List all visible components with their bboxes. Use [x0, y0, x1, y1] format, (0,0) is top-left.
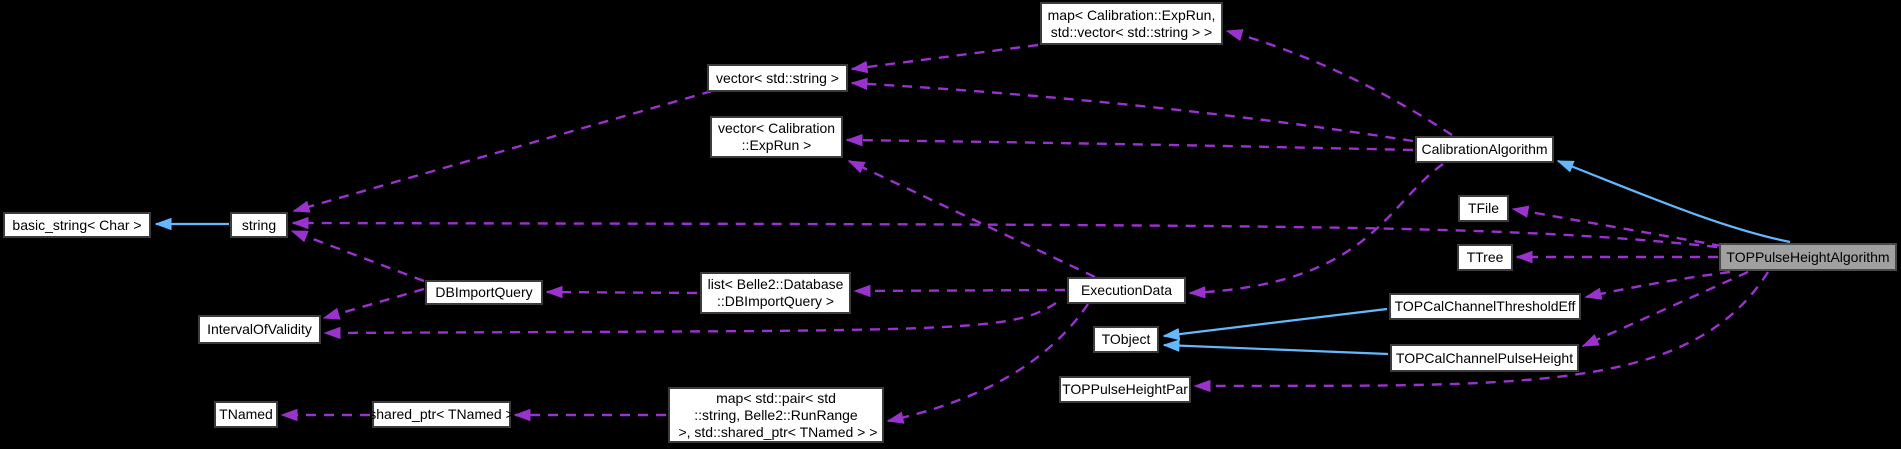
class-node-label-line: TTree — [1466, 249, 1504, 265]
edge-usage-calibration_algorithm-to-execution_data — [1188, 163, 1444, 299]
class-node-label-line: >, std::shared_ptr< TNamed > > — [674, 423, 878, 440]
class-node-label-line: ::DBImportQuery > — [716, 293, 835, 309]
class-node-map_exprun[interactable]: map< Calibration::ExpRun,std::vector< st… — [1040, 2, 1223, 45]
class-node-label-line: ExecutionData — [1080, 282, 1173, 298]
edge-usage-calibration_algorithm-to-vector_string — [850, 77, 1414, 143]
class-node-ttree[interactable]: TTree — [1457, 244, 1513, 271]
edge-usage-calibration_algorithm-to-map_exprun — [1225, 29, 1453, 137]
edge-usage-top_pulse_height_algorithm-to-top_pulse_height_par — [1193, 271, 1770, 393]
class-node-label-line: basic_string< Char > — [12, 216, 142, 233]
class-node-basic_string[interactable]: basic_string< Char > — [3, 212, 151, 238]
edge-usage-top_pulse_height_algorithm-to-string — [291, 216, 1718, 249]
edge-usage-top_pulse_height_algorithm-to-top_cal_channel_threshold_eff — [1584, 270, 1731, 300]
class-node-label-line: map< Calibration::ExpRun, — [1047, 6, 1216, 23]
class-node-string[interactable]: string — [230, 212, 288, 238]
edge-usage-execution_data-to-vector_exprun — [847, 159, 1096, 279]
class-node-label-line: CalibrationAlgorithm — [1421, 141, 1548, 157]
class-node-label-line: map< std::pair< std — [716, 389, 836, 406]
class-node-tobject[interactable]: TObject — [1093, 326, 1159, 353]
class-node-tfile[interactable]: TFile — [1458, 195, 1509, 222]
class-node-label-line: TOPPulseHeightAlgorithm — [1726, 248, 1890, 265]
class-node-label-line: vector< std::string > — [716, 69, 839, 86]
class-node-top_cal_channel_threshold_eff[interactable]: TOPCalChannelThresholdEff — [1389, 293, 1581, 320]
edge-usage-list_db_import_query-to-db_import_query — [545, 285, 698, 299]
edge-usage-top_pulse_height_algorithm-to-top_cal_channel_pulse_height — [1581, 270, 1749, 348]
class-node-shared_ptr_tnamed[interactable]: shared_ptr< TNamed > — [369, 401, 514, 428]
class-node-tnamed[interactable]: TNamed — [214, 401, 278, 428]
class-node-label-line: ::string, Belle2::RunRange — [694, 406, 858, 423]
class-node-label-line: string — [241, 216, 277, 233]
class-node-label-line: shared_ptr< TNamed > — [369, 406, 514, 422]
class-node-label-line: TOPCalChannelPulseHeight — [1395, 349, 1574, 366]
class-node-label-line: TNamed — [219, 406, 273, 422]
class-node-interval_of_validity[interactable]: IntervalOfValidity — [198, 315, 321, 344]
edge-usage-execution_data-to-map_pair_runrange — [886, 303, 1089, 424]
class-node-vector_exprun[interactable]: vector< Calibration::ExpRun > — [710, 116, 843, 158]
class-node-db_import_query[interactable]: DBImportQuery — [425, 280, 543, 305]
class-node-label-line: TFile — [1467, 200, 1500, 216]
class-node-label-line: list< Belle2::Database — [707, 276, 844, 292]
class-node-label-line: std::vector< std::string > > — [1050, 23, 1213, 40]
class-node-label-line: DBImportQuery — [435, 284, 533, 300]
edge-usage-db_import_query-to-string — [290, 229, 425, 283]
class-node-label-line: IntervalOfValidity — [207, 321, 312, 337]
class-node-label-line: TOPCalChannelThresholdEff — [1394, 298, 1576, 314]
edge-inheritance-top_cal_channel_pulse_height-to-tobject — [1162, 339, 1389, 356]
class-node-execution_data[interactable]: ExecutionData — [1067, 277, 1186, 304]
class-node-label-line: ::ExpRun > — [741, 137, 812, 153]
class-node-vector_string[interactable]: vector< std::string > — [707, 64, 848, 92]
main-class-node-top_pulse_height_algorithm[interactable]: TOPPulseHeightAlgorithm — [1719, 243, 1897, 271]
class-node-label-line: TOPPulseHeightPar — [1062, 381, 1188, 397]
class-node-map_pair_runrange[interactable]: map< std::pair< std::string, Belle2::Run… — [668, 387, 884, 443]
edge-usage-vector_string-to-string — [292, 89, 713, 213]
class-node-label-line: vector< Calibration — [717, 120, 836, 136]
edge-inheritance-top_pulse_height_algorithm-to-calibration_algorithm — [1556, 159, 1791, 244]
class-node-calibration_algorithm[interactable]: CalibrationAlgorithm — [1415, 136, 1554, 163]
class-node-list_db_import_query[interactable]: list< Belle2::Database::DBImportQuery > — [700, 272, 851, 314]
class-node-label-line: TObject — [1101, 331, 1151, 347]
class-node-top_cal_channel_pulse_height[interactable]: TOPCalChannelPulseHeight — [1390, 344, 1579, 372]
edge-usage-execution_data-to-interval_of_validity — [323, 302, 1057, 340]
class-node-top_pulse_height_par[interactable]: TOPPulseHeightPar — [1059, 376, 1191, 403]
edge-usage-map_exprun-to-vector_string — [850, 43, 1039, 74]
edge-inheritance-top_cal_channel_threshold_eff-to-tobject — [1162, 307, 1388, 341]
edge-usage-calibration_algorithm-to-vector_exprun — [845, 133, 1414, 152]
